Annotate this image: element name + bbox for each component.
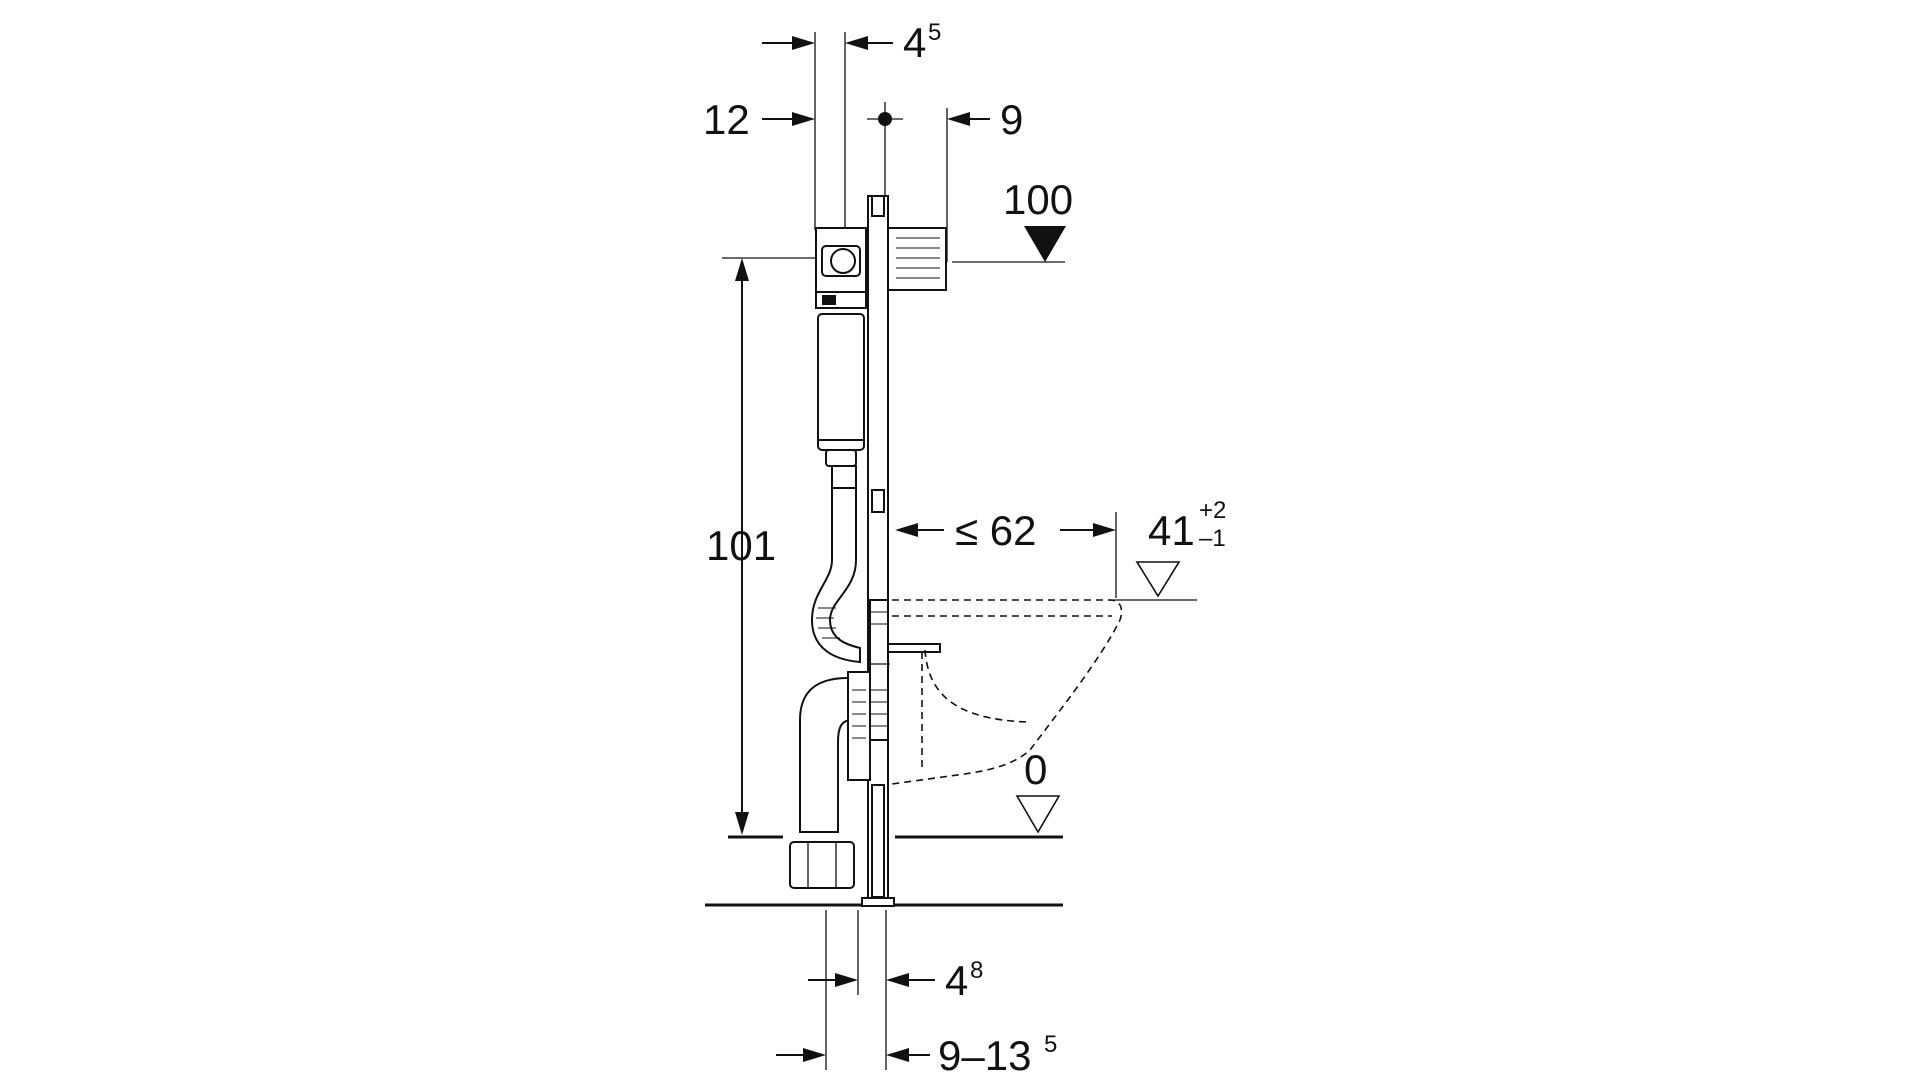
dim-floor-level: 0	[1015, 746, 1061, 834]
label-le-62: ≤ 62	[955, 507, 1036, 554]
dim-top-offset: 12	[703, 96, 815, 143]
label-4-8-sup: 8	[970, 957, 983, 984]
label-41-minus: –1	[1199, 525, 1226, 552]
flush-plate-box	[887, 227, 947, 291]
label-12: 12	[703, 96, 750, 143]
dim-front-offset: 9	[867, 96, 1023, 262]
cistern	[815, 227, 867, 489]
connection-studs	[868, 599, 941, 741]
dim-foot-range: 9–13 5	[776, 910, 1057, 1079]
flush-pipe	[810, 487, 861, 664]
label-0: 0	[1024, 746, 1047, 793]
label-101: 101	[706, 522, 776, 569]
wc-bowl-outline	[891, 599, 1123, 785]
dim-foot-width: 4 8	[808, 910, 983, 1070]
label-41-plus: +2	[1199, 497, 1226, 524]
label-100: 100	[1003, 176, 1073, 223]
dim-frame-height: 101	[706, 257, 815, 835]
dim-bowl-projection: ≤ 62	[895, 507, 1117, 598]
label-4-8: 4	[945, 957, 968, 1004]
label-9: 9	[1000, 96, 1023, 143]
label-9-13-5: 9–13	[938, 1032, 1031, 1079]
dim-bowl-height: 41 +2 –1	[1108, 497, 1226, 601]
dim-panel-depth-top: 4 5	[762, 19, 941, 230]
dim-flush-plate-level: 100	[952, 176, 1073, 263]
label-4-5-sup: 5	[928, 19, 941, 46]
drain-bend	[789, 671, 871, 889]
label-41: 41	[1148, 507, 1195, 554]
label-9-13-5-sup: 5	[1044, 1031, 1057, 1058]
label-4-5: 4	[903, 19, 926, 66]
